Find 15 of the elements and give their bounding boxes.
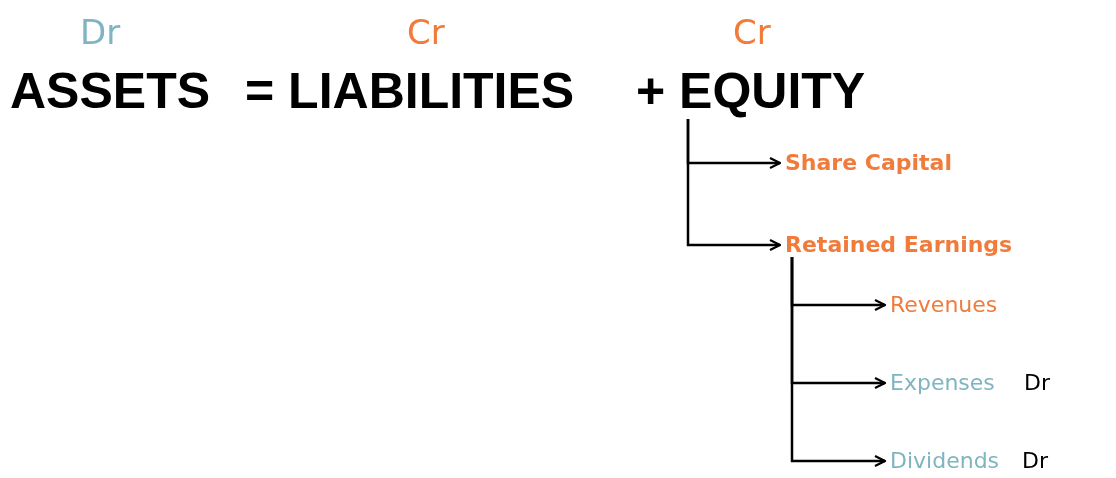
account-label: Retained Earnings [785,233,1013,258]
debit-label: Dr [1024,371,1050,396]
credit-label: Cr [733,14,771,52]
debit-label: Dr [80,14,121,52]
debit-label: Dr [1022,449,1048,474]
equation-term: ASSETS [10,64,211,119]
equation-term: = LIABILITIES [245,64,575,119]
equation-term: + EQUITY [636,64,866,119]
credit-label: Cr [407,14,445,52]
account-label: Dividends [890,449,1000,474]
arrow [790,257,887,468]
account-label: Expenses [890,371,995,396]
account-label: Share Capital [785,151,952,176]
account-label: Revenues [890,293,998,318]
arrow [686,119,782,252]
